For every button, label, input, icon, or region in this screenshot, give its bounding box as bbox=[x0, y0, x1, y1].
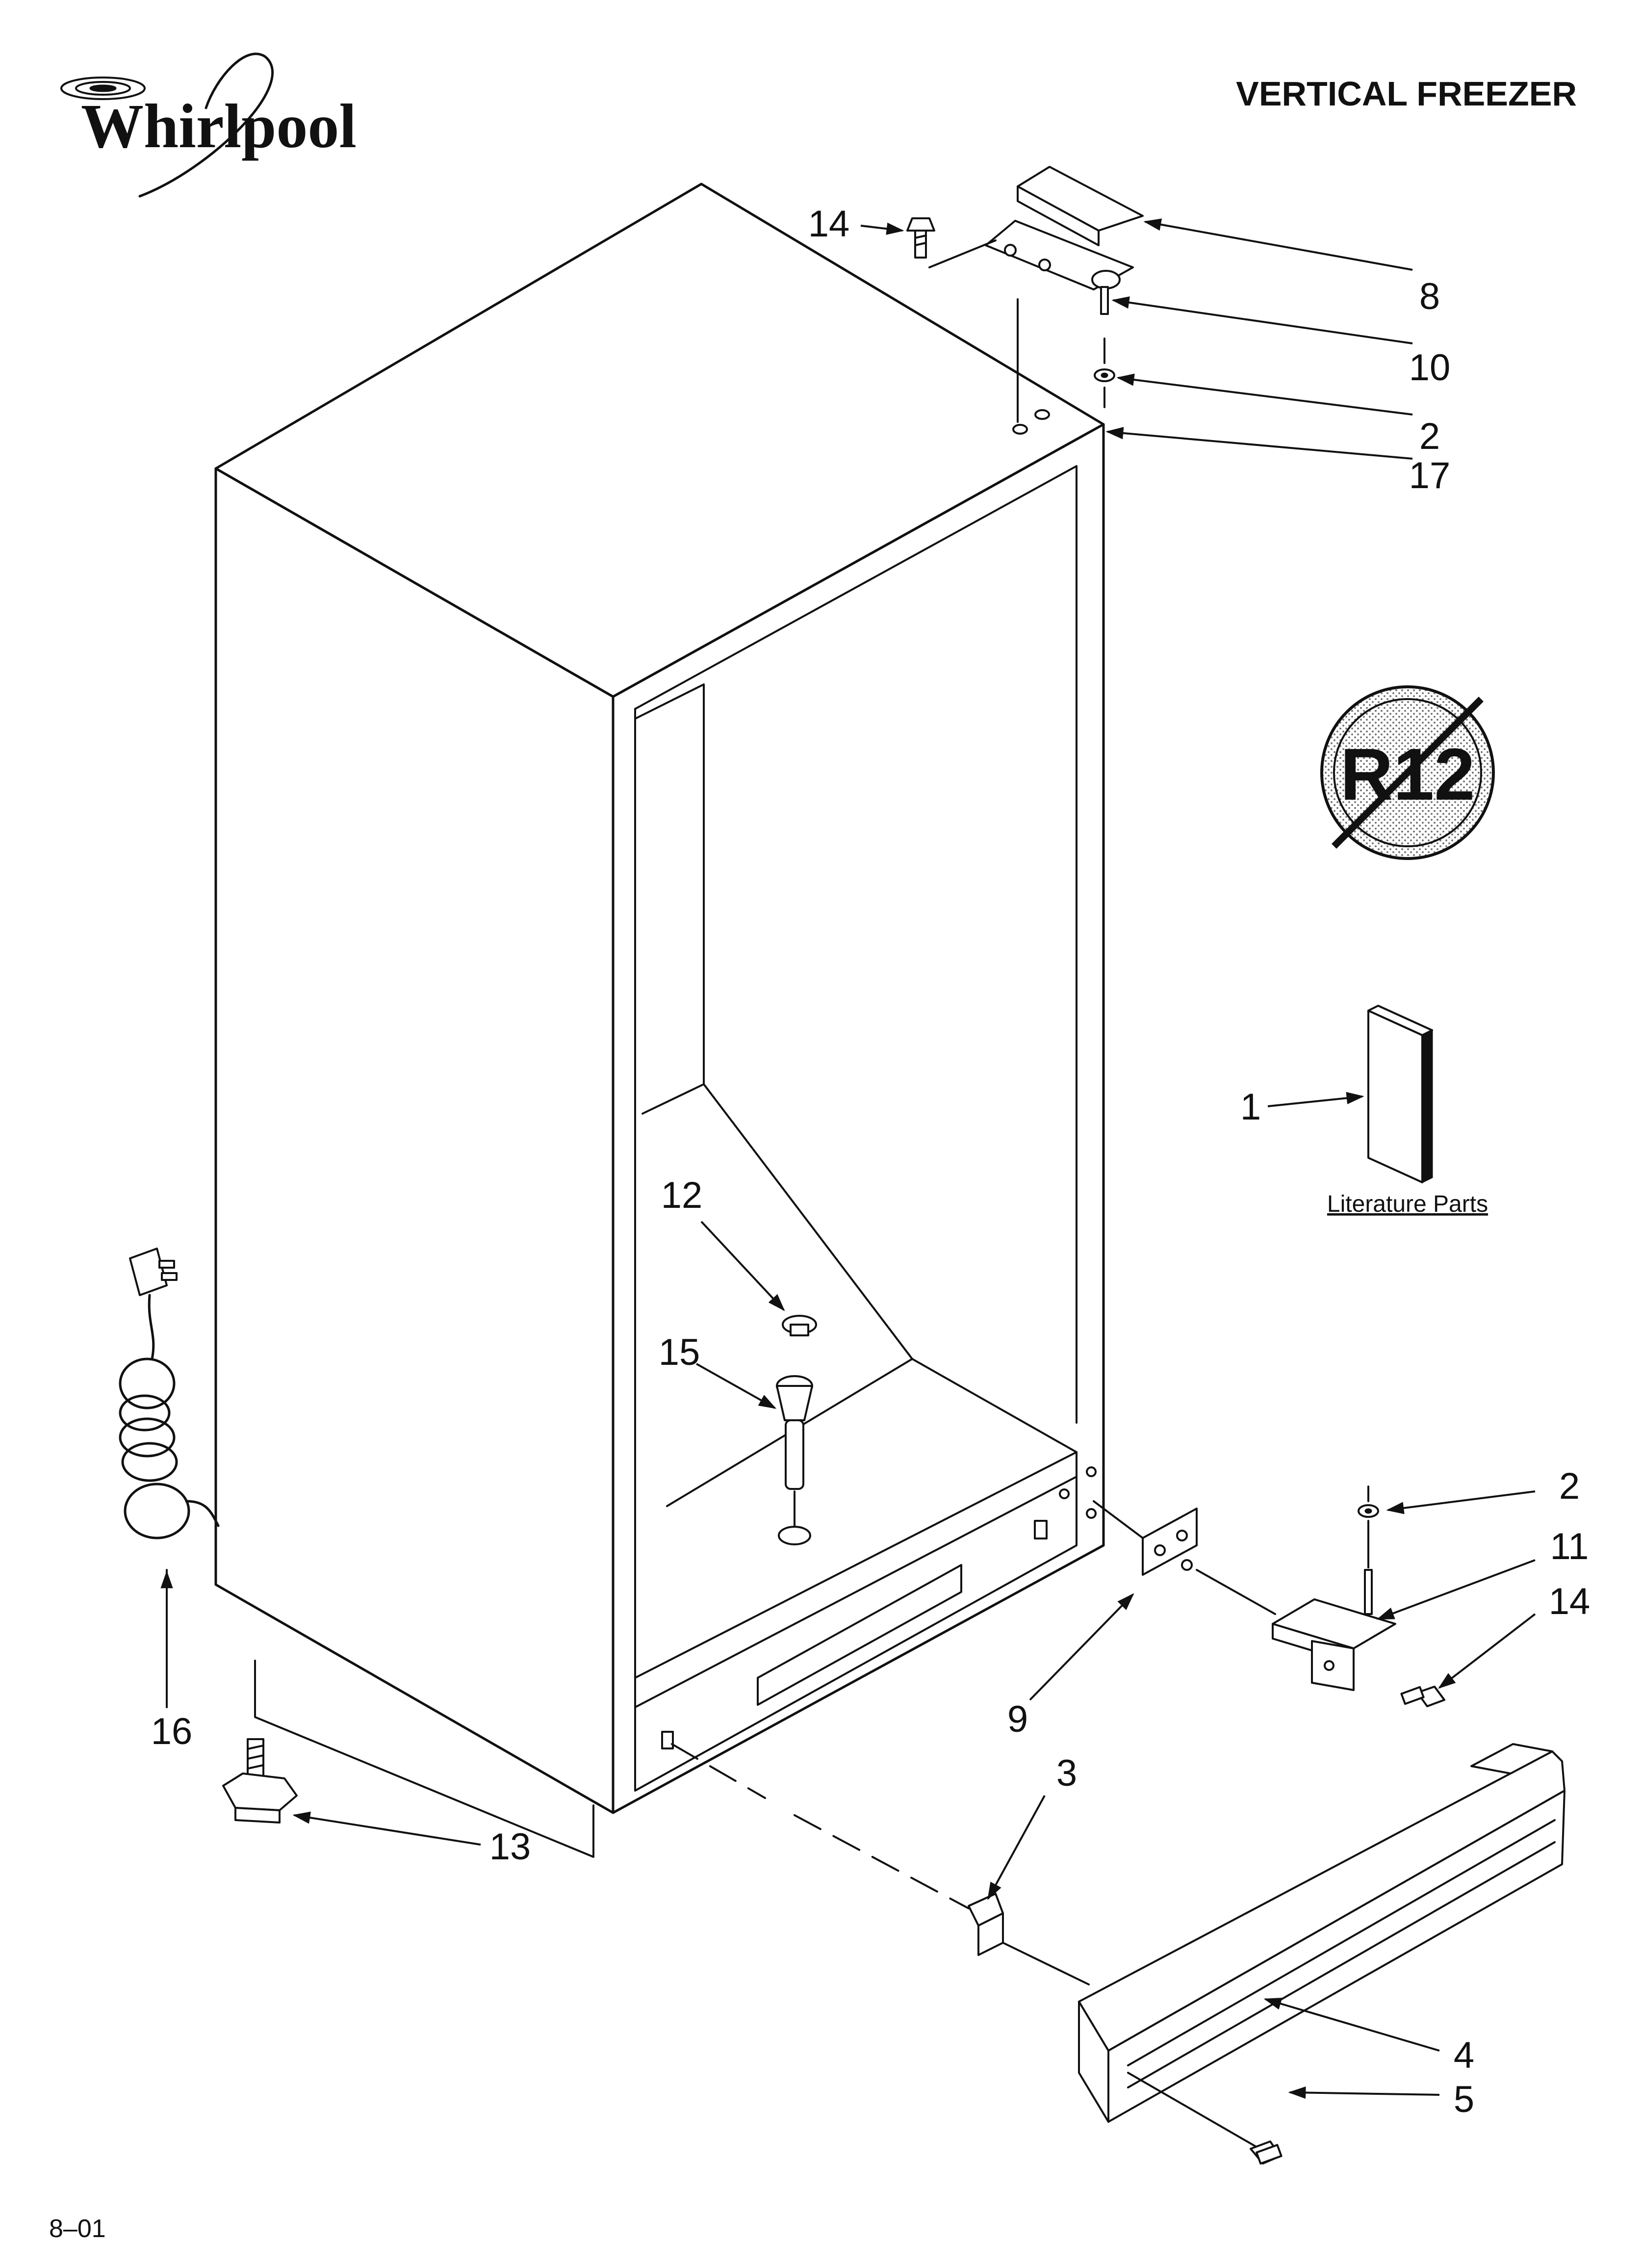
leveling-leg bbox=[222, 1738, 298, 1824]
top-hinge-assembly bbox=[906, 166, 1144, 423]
page-title: VERTICAL FREEZER bbox=[1236, 75, 1577, 113]
callout-14: 14 bbox=[808, 203, 850, 245]
callout-1: 1 bbox=[1240, 1086, 1261, 1128]
callout-9: 9 bbox=[1007, 1698, 1028, 1740]
whirlpool-logo: Whirlpool bbox=[60, 52, 357, 198]
no-r12-badge: R12 bbox=[1320, 685, 1495, 860]
callout-16: 16 bbox=[151, 1711, 193, 1752]
screw-icon bbox=[1400, 1686, 1445, 1707]
leader-arrows bbox=[160, 218, 1536, 2099]
callout-12: 12 bbox=[661, 1174, 703, 1216]
brand-name: Whirlpool bbox=[81, 91, 357, 161]
callout-14: 14 bbox=[1549, 1581, 1591, 1622]
callout-4: 4 bbox=[1454, 2034, 1474, 2076]
callout-17: 17 bbox=[1409, 455, 1451, 496]
literature-label: Literature Parts bbox=[1327, 1191, 1488, 1217]
drain-assembly bbox=[776, 1315, 817, 1545]
base-grille bbox=[1078, 1743, 1565, 2165]
footer-code: 8–01 bbox=[49, 2215, 106, 2243]
freezer-cabinet bbox=[214, 182, 1105, 1858]
grille-clip bbox=[671, 1743, 1090, 1985]
callout-5: 5 bbox=[1454, 2079, 1474, 2120]
swirl-icon bbox=[60, 52, 274, 198]
power-cord bbox=[119, 1248, 220, 1708]
callout-labels: 14 8 10 2 17 1 12 15 2 11 14 9 3 16 13 4… bbox=[151, 203, 1591, 2120]
literature-parts: Literature Parts bbox=[1327, 1005, 1488, 1217]
screw-icon bbox=[1250, 2140, 1283, 2165]
callout-2: 2 bbox=[1559, 1465, 1580, 1507]
callout-11: 11 bbox=[1550, 1526, 1589, 1567]
callout-15: 15 bbox=[659, 1331, 700, 1373]
callout-2: 2 bbox=[1419, 416, 1440, 457]
callout-8: 8 bbox=[1419, 276, 1440, 317]
screw-icon bbox=[906, 217, 935, 259]
bottom-hinge-assembly bbox=[1093, 1486, 1445, 1707]
callout-3: 3 bbox=[1056, 1752, 1077, 1794]
callout-10: 10 bbox=[1409, 347, 1451, 389]
callout-13: 13 bbox=[489, 1826, 531, 1868]
